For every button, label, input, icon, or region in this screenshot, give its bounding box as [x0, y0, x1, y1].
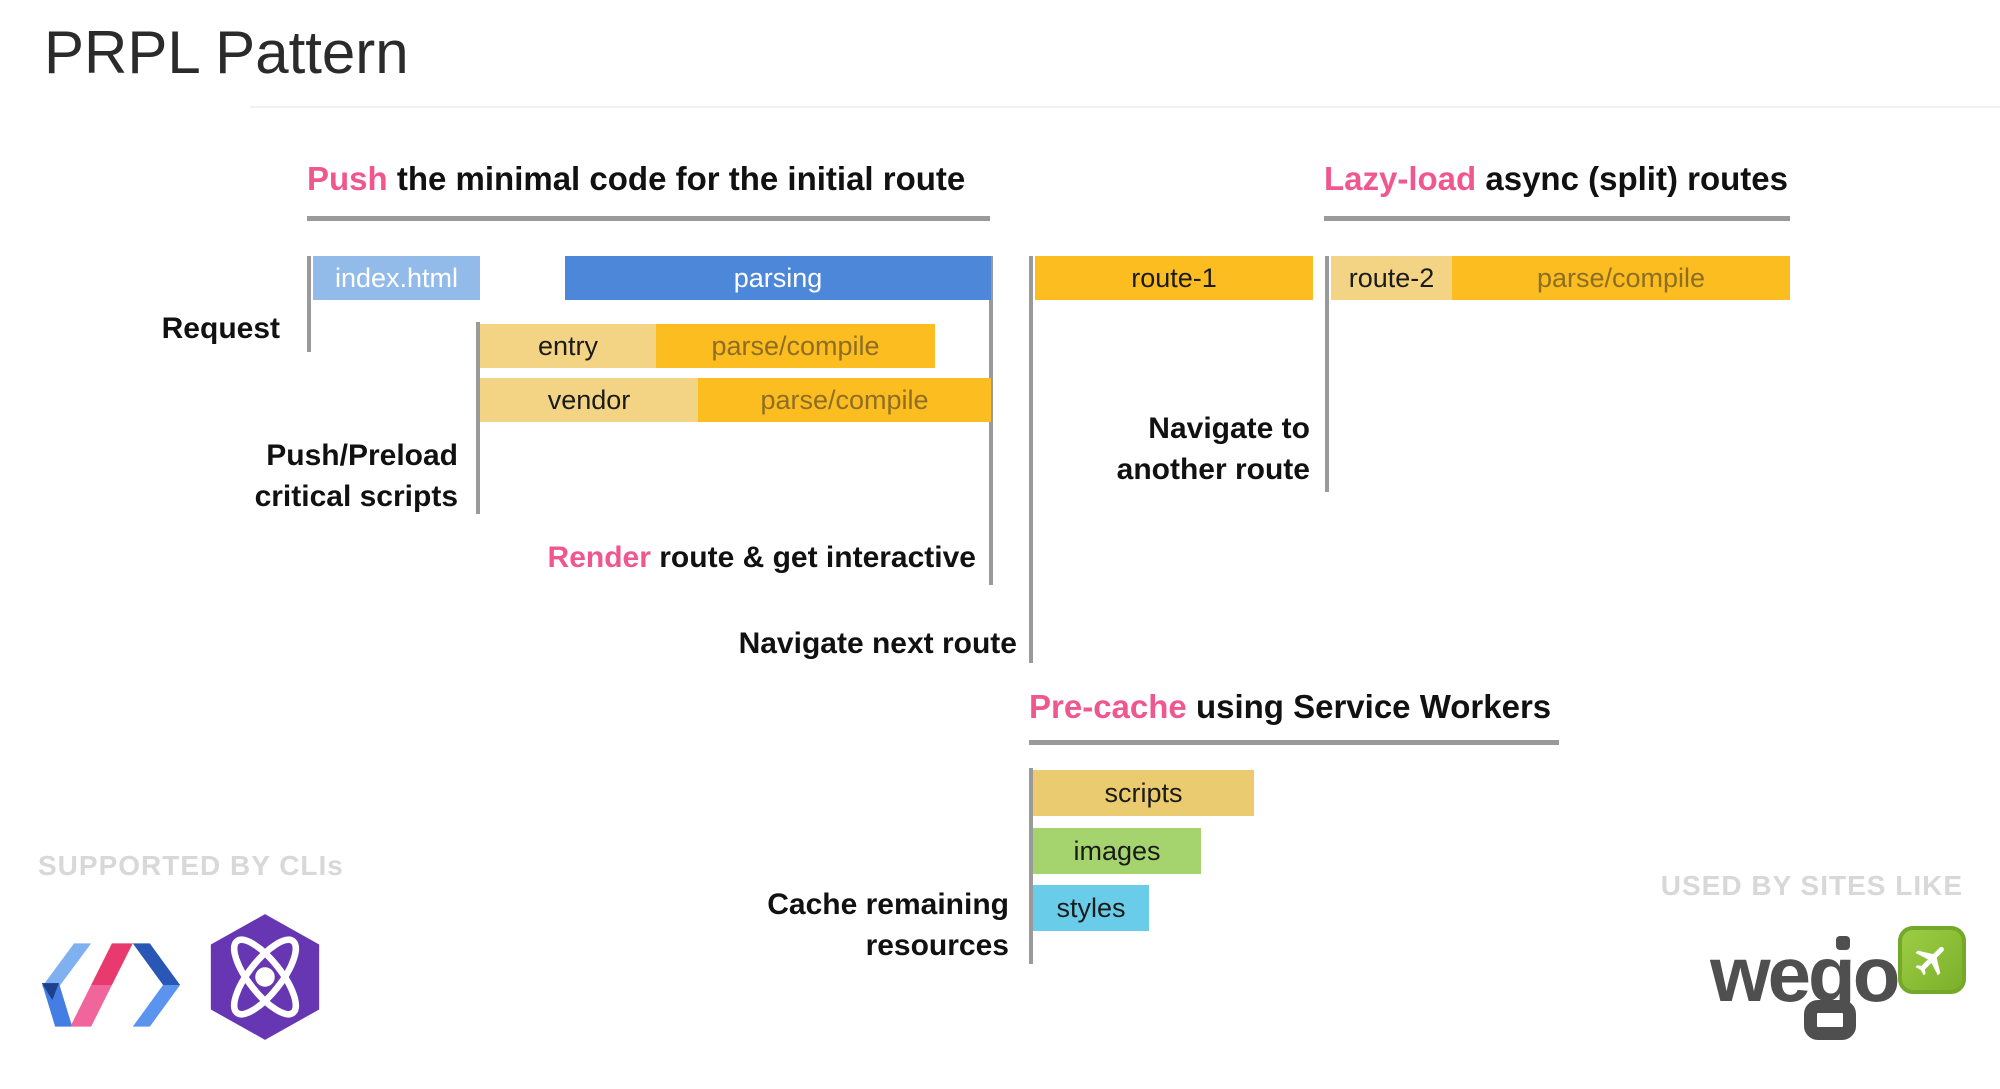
bar-route-1: route-1 — [1035, 256, 1313, 300]
label-request: Request — [161, 312, 280, 345]
preact-logo-svg — [210, 914, 320, 1040]
label-render-highlight: Render — [547, 541, 651, 574]
divider-hairline — [250, 106, 2000, 108]
supported-by-clis-text: SUPPORTED BY CLIs — [38, 850, 344, 881]
bar-scripts-label: scripts — [1104, 777, 1183, 808]
wego-ring — [1804, 1000, 1856, 1040]
marker-navigate-next — [1029, 256, 1033, 663]
header-lazy-underline — [1324, 216, 1790, 221]
bar-styles: styles — [1033, 885, 1149, 931]
label-render: Render route & get interactive — [513, 537, 976, 578]
bar-vendor: vendor parse/compile — [480, 378, 991, 422]
marker-push-preload — [476, 322, 480, 514]
wego-dot — [1836, 936, 1850, 950]
bar-route-2-parse-label: parse/compile — [1536, 262, 1706, 293]
bar-index-html-label: index.html — [334, 262, 459, 293]
bar-images-label: images — [1073, 835, 1161, 866]
header-lazy-rest: async (split) routes — [1485, 160, 1788, 197]
header-lazy-load: Lazy-load async (split) routes — [1324, 160, 1788, 198]
header-precache-underline — [1029, 740, 1559, 745]
bar-route-2-segment: route-2 — [1331, 256, 1452, 300]
bar-route-2-label: route-2 — [1348, 262, 1435, 293]
header-precache-highlight: Pre-cache — [1029, 688, 1187, 725]
label-navigate-another-line2: another route — [1116, 453, 1310, 486]
header-push: Push the minimal code for the initial ro… — [307, 160, 966, 198]
bar-index-html: index.html — [313, 256, 480, 300]
wego-wordmark: wego — [1710, 938, 1900, 1010]
bar-entry-label: entry — [537, 330, 599, 361]
label-push-preload-line1: Push/Preload — [266, 439, 458, 472]
bar-route-2: route-2 parse/compile — [1331, 256, 1790, 300]
header-push-highlight: Push — [307, 160, 388, 197]
bar-parsing-label: parsing — [733, 262, 823, 293]
label-render-rest: route & get interactive — [659, 541, 976, 574]
bar-entry-segment: entry — [480, 324, 656, 368]
label-cache-line2: resources — [865, 929, 1009, 962]
label-navigate-another-line1: Navigate to — [1148, 412, 1310, 445]
marker-render — [989, 256, 993, 585]
bar-vendor-label: vendor — [547, 384, 631, 415]
bar-parsing: parsing — [565, 256, 991, 300]
wego-plane-icon — [1898, 926, 1966, 994]
airplane-icon — [1915, 946, 1944, 976]
polymer-logo-svg — [41, 943, 181, 1027]
bar-scripts: scripts — [1033, 770, 1254, 816]
label-cache-line1: Cache remaining — [767, 888, 1009, 921]
label-cache-remaining: Cache remaining resources — [689, 884, 1009, 966]
bar-vendor-parse-label: parse/compile — [760, 384, 929, 415]
bar-route-2-parse-segment: parse/compile — [1452, 256, 1790, 300]
header-push-underline — [307, 216, 990, 221]
bar-entry-parse-segment: parse/compile — [656, 324, 935, 368]
header-push-rest: the minimal code for the initial route — [396, 160, 966, 197]
label-push-preload-line2: critical scripts — [254, 480, 458, 513]
marker-precache — [1029, 768, 1033, 964]
bar-entry: entry parse/compile — [480, 324, 935, 368]
page-title: PRPL Pattern — [44, 19, 409, 86]
preact-logo-icon — [200, 906, 330, 1048]
label-navigate-another: Navigate to another route — [1070, 408, 1310, 490]
wego-logo: wego — [1710, 926, 1970, 1048]
polymer-logo-icon — [40, 925, 182, 1045]
used-by-sites-text: USED BY SITES LIKE — [1660, 870, 1963, 901]
header-precache-rest: using Service Workers — [1195, 688, 1552, 725]
bar-entry-parse-label: parse/compile — [711, 330, 880, 361]
label-navigate-next: Navigate next route — [738, 627, 1017, 660]
bar-vendor-segment: vendor — [480, 378, 698, 422]
marker-request — [307, 256, 311, 352]
bar-vendor-parse-segment: parse/compile — [698, 378, 991, 422]
bar-route-1-label: route-1 — [1131, 262, 1217, 293]
header-precache: Pre-cache using Service Workers — [1029, 688, 1551, 726]
label-push-preload: Push/Preload critical scripts — [138, 435, 458, 517]
bar-styles-label: styles — [1056, 892, 1126, 923]
wego-wordmark-text: wego — [1710, 938, 1900, 1010]
marker-navigate-another — [1325, 256, 1329, 492]
header-lazy-highlight: Lazy-load — [1324, 160, 1477, 197]
bar-images: images — [1033, 828, 1201, 874]
